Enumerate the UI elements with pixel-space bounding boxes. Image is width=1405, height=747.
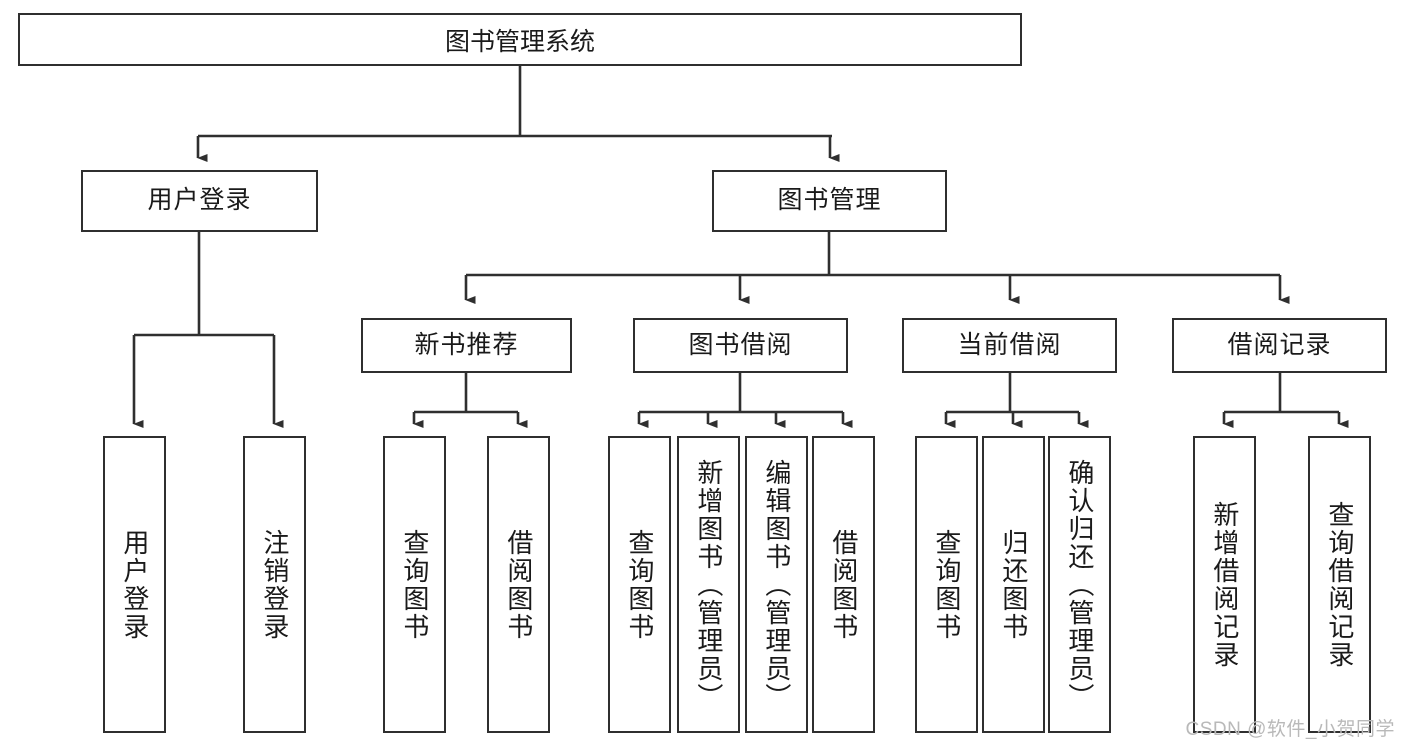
watermark: CSDN @软件_小贺同学 [1185, 719, 1395, 740]
node-label: 当前借阅 [957, 330, 1062, 359]
node-label: 编辑图书（管理员） [761, 458, 792, 711]
node-label: 新书推荐 [414, 330, 519, 359]
leaf-user-login-signin[interactable]: 用户登录 [103, 436, 166, 733]
leaf-new-book-borrow[interactable]: 借阅图书 [487, 436, 550, 733]
node-book-management[interactable]: 图书管理 [712, 170, 947, 232]
leaf-current-borrow-confirm-return[interactable]: 确认归还（管理员） [1048, 436, 1111, 733]
leaf-user-login-signout[interactable]: 注销登录 [243, 436, 306, 733]
leaf-book-borrow-edit[interactable]: 编辑图书（管理员） [745, 436, 808, 733]
leaf-new-book-query[interactable]: 查询图书 [383, 436, 446, 733]
node-root-book-management-system[interactable]: 图书管理系统 [18, 13, 1022, 66]
node-label: 注销登录 [259, 528, 290, 641]
node-label: 图书借阅 [688, 330, 793, 359]
node-label: 新增图书（管理员） [693, 458, 724, 711]
node-label: 查询图书 [624, 528, 655, 641]
node-label: 借阅图书 [828, 528, 859, 641]
node-label: 新增借阅记录 [1209, 500, 1240, 669]
node-new-book-recommend[interactable]: 新书推荐 [361, 318, 572, 373]
leaf-current-borrow-return[interactable]: 归还图书 [982, 436, 1045, 733]
node-label: 用户登录 [147, 186, 252, 215]
node-label: 确认归还（管理员） [1064, 458, 1095, 711]
node-current-borrow[interactable]: 当前借阅 [902, 318, 1117, 373]
node-label: 图书管理 [777, 186, 882, 215]
leaf-book-borrow-lend[interactable]: 借阅图书 [812, 436, 875, 733]
node-label: 查询图书 [399, 528, 430, 641]
node-label: 图书管理系统 [444, 27, 595, 56]
leaf-book-borrow-query[interactable]: 查询图书 [608, 436, 671, 733]
node-label: 查询借阅记录 [1324, 500, 1355, 669]
leaf-current-borrow-query[interactable]: 查询图书 [915, 436, 978, 733]
node-label: 用户登录 [119, 528, 150, 641]
node-borrow-record[interactable]: 借阅记录 [1172, 318, 1387, 373]
node-label: 归还图书 [998, 528, 1029, 641]
node-label: 查询图书 [931, 528, 962, 641]
node-label: 借阅图书 [503, 528, 534, 641]
leaf-borrow-record-query[interactable]: 查询借阅记录 [1308, 436, 1371, 733]
node-user-login[interactable]: 用户登录 [81, 170, 318, 232]
leaf-book-borrow-add[interactable]: 新增图书（管理员） [677, 436, 740, 733]
leaf-borrow-record-add[interactable]: 新增借阅记录 [1193, 436, 1256, 733]
node-book-borrow[interactable]: 图书借阅 [633, 318, 848, 373]
node-label: 借阅记录 [1227, 330, 1332, 359]
